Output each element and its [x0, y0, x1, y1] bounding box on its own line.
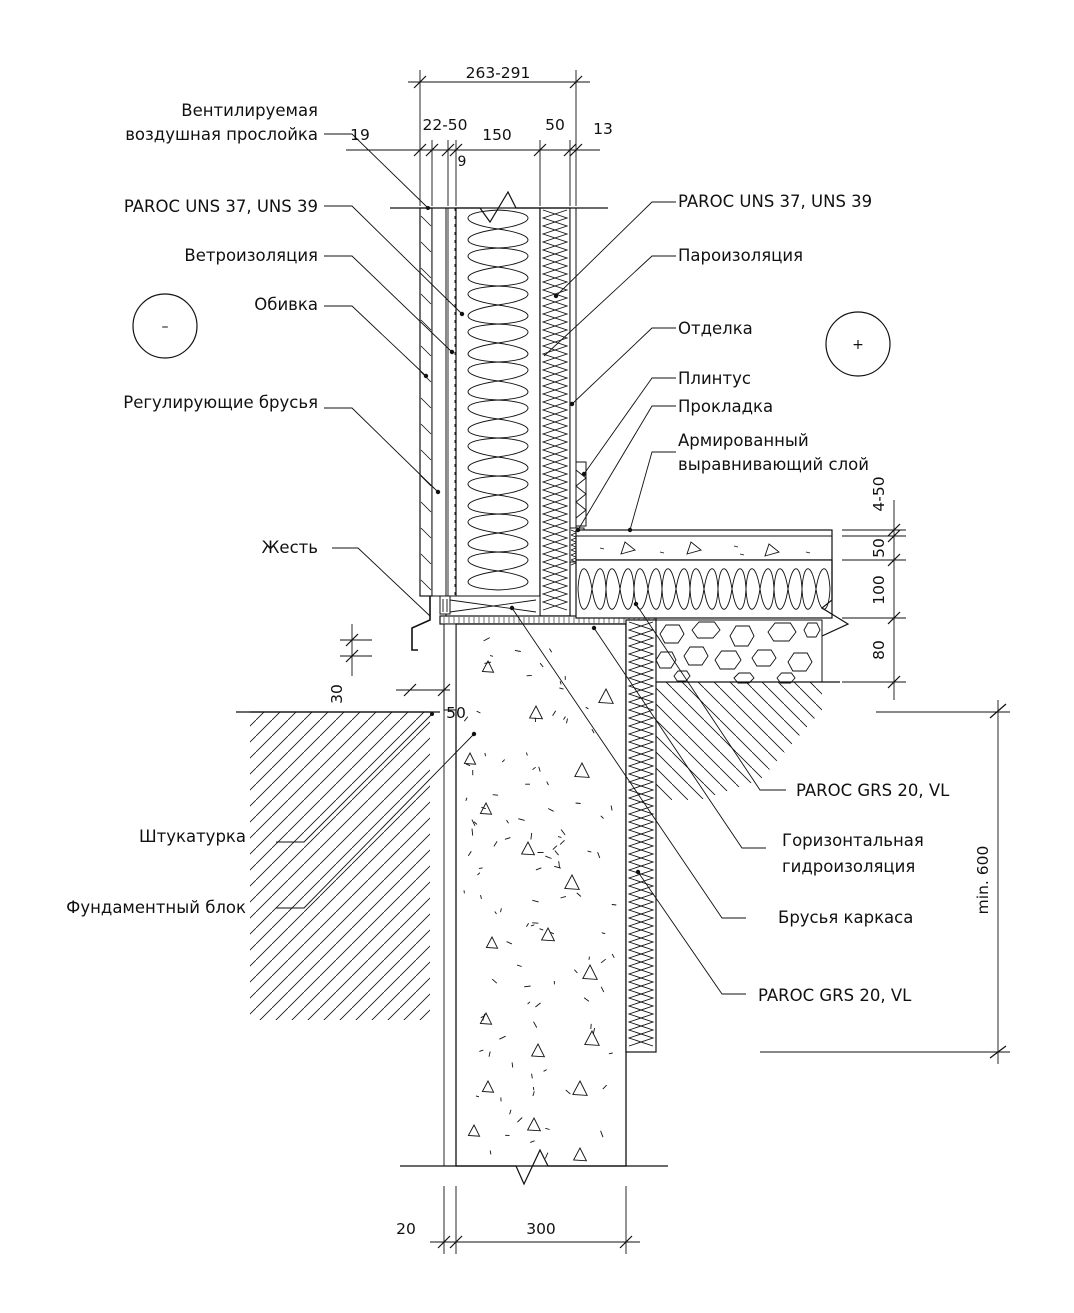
label-wind-barrier: Ветроизоляция: [184, 246, 318, 265]
dim-gap: 22-50: [422, 116, 467, 134]
leader-lines: [276, 133, 786, 995]
label-gasket: Прокладка: [678, 397, 773, 416]
label-skirting: Плинтус: [678, 369, 751, 388]
inner-insulation-pattern: [541, 209, 569, 611]
label-sheet-metal: Жесть: [262, 538, 318, 557]
dim-finish-13: 13: [593, 120, 613, 138]
floor-section: [575, 529, 850, 684]
label-vapour-barrier: Пароизоляция: [678, 246, 803, 265]
dim-plaster-20: 20: [396, 1220, 416, 1238]
dim-inner-insulation: 50: [545, 116, 565, 134]
dim-block-300: 300: [526, 1220, 556, 1238]
dim-plinth-30: 30: [328, 684, 346, 704]
floor-insulation-pattern: [577, 568, 831, 610]
dim-layer-4-50: 4-50: [870, 476, 888, 511]
label-ventilated-gap-1: Вентилируемая: [181, 101, 318, 120]
wall-section: [390, 190, 657, 651]
label-cladding: Обивка: [254, 295, 318, 314]
foundation-block: [400, 619, 668, 1186]
label-paroc-uns-left: PAROC UNS 37, UNS 39: [124, 197, 318, 216]
ground: [236, 681, 840, 1020]
label-horizontal-waterproofing-1: Горизонтальная: [782, 831, 924, 850]
screed-pattern: [599, 541, 811, 557]
label-foundation-block: Фундаментный блок: [66, 898, 246, 917]
labels: Вентилируемая воздушная прослойка PAROC …: [66, 101, 950, 1005]
label-paroc-grs-floor: PAROC GRS 20, VL: [796, 781, 950, 800]
dimension-lines: 263-291 19 22-50 150 50 13 9 4-50 50 100…: [328, 64, 1010, 1254]
label-frame-battens: Брусья каркаса: [778, 908, 913, 927]
dim-min-depth: min. 600: [974, 846, 992, 915]
dim-cladding-19: 19: [350, 126, 370, 144]
gravel-pattern: [655, 621, 821, 684]
outside-symbol: –: [132, 293, 198, 359]
dim-insulation: 150: [482, 126, 512, 144]
dim-wind-9: 9: [458, 154, 467, 170]
label-reinforced-layer-1: Армированный: [678, 431, 809, 450]
concrete-pattern: [463, 637, 617, 1162]
dim-total-wall: 263-291: [466, 64, 531, 82]
label-paroc-grs-wall: PAROC GRS 20, VL: [758, 986, 912, 1005]
label-paroc-uns-right: PAROC UNS 37, UNS 39: [678, 192, 872, 211]
label-reinforced-layer-2: выравнивающий слой: [678, 455, 869, 474]
label-finish: Отделка: [678, 319, 753, 338]
block-insulation-pattern: [627, 621, 655, 1047]
label-horizontal-waterproofing-2: гидроизоляция: [782, 857, 915, 876]
label-adjusting-battens: Регулирующие брусья: [123, 393, 318, 412]
dim-plinth-50: 50: [446, 704, 466, 722]
main-insulation-pattern: [467, 209, 529, 591]
dim-layer-100: 100: [870, 575, 888, 605]
dim-layer-80: 80: [870, 640, 888, 660]
svg-text:–: –: [162, 319, 169, 335]
label-plaster: Штукатурка: [139, 827, 246, 846]
inside-symbol: +: [825, 311, 891, 377]
dim-layer-50: 50: [870, 538, 888, 558]
svg-text:+: +: [852, 337, 864, 353]
label-ventilated-gap-2: воздушная прослойка: [125, 125, 318, 144]
